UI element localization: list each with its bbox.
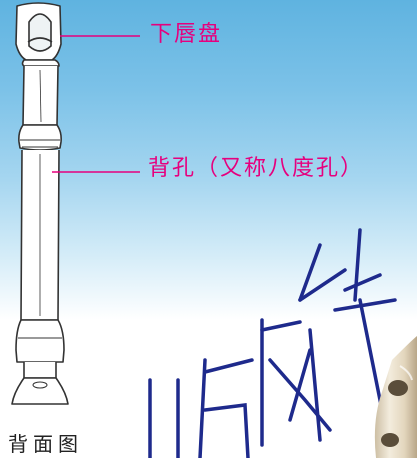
figure-caption: 背面图 <box>8 432 83 456</box>
recorder-photo <box>374 336 417 458</box>
recorder-outline <box>11 2 69 405</box>
back-hole-label: 背孔（又称八度孔） <box>148 156 365 181</box>
leader-lines <box>52 35 140 173</box>
lip-plate-label: 下唇盘 <box>150 22 223 47</box>
watermark <box>148 228 397 458</box>
